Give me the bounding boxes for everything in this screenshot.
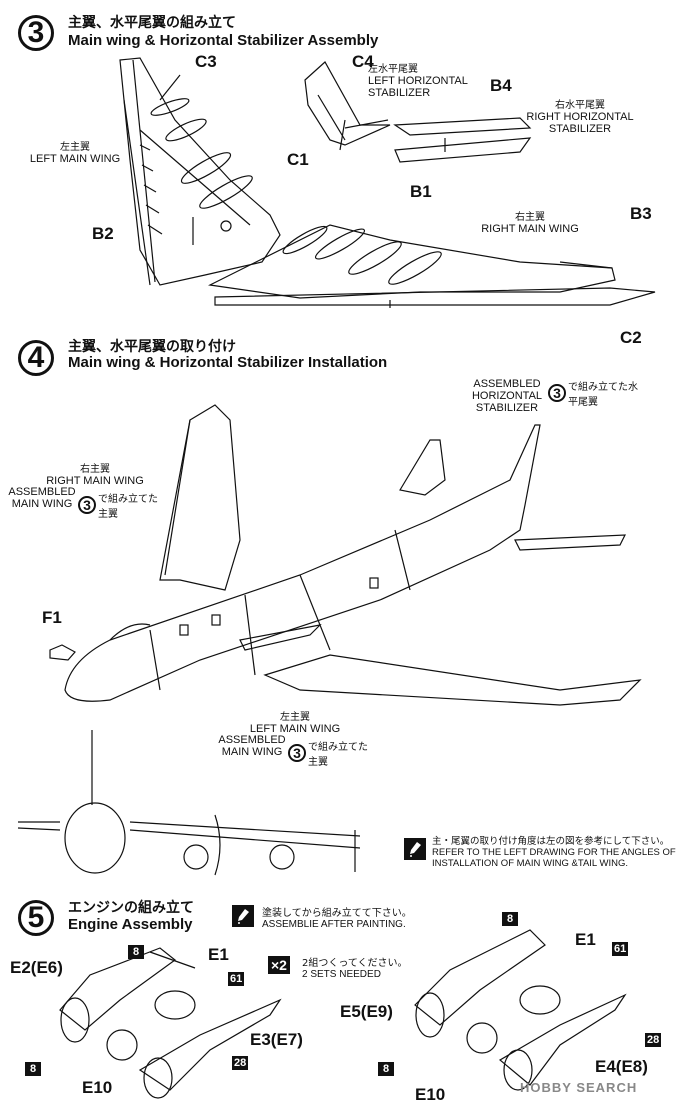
paint-note-jp: 塗装してから組み立てて下さい。 [262,908,412,919]
step-5-title-jp: エンジンの組み立て [68,900,194,916]
right-part-8-bottom: 8 [378,1062,394,1076]
left-part-e2: E2(E6) [10,958,63,977]
part-c4: C4 [352,52,374,71]
left-hstab-jp: 左水平尾翼 [368,64,418,75]
right-main-wing-en: RIGHT MAIN WING [481,223,579,235]
note-icon [404,838,426,860]
part-b4: B4 [490,76,512,95]
left-engine-drawing [59,947,282,1099]
assembled-hstab-en: ASSEMBLED HORIZONTAL STABILIZER [471,378,543,414]
angle-note: 主・尾翼の取り付け角度は左の図を参考にして下さい。 REFER TO THE L… [432,833,682,869]
step-4-title-jp: 主翼、水平尾翼の取り付け [68,339,236,355]
right-hstab-en: RIGHT HORIZONTAL STABILIZER [526,111,634,135]
paint-note: 塗装してから組み立てて下さい。 ASSEMBLIE AFTER PAINTING… [262,904,412,930]
assembled-main-wing-jp-left: で組み立てた主翼 [308,742,368,768]
angle-note-en: REFER TO THE LEFT DRAWING FOR THE ANGLES… [432,847,676,869]
paint-icon [232,905,254,927]
left-hstab-en: LEFT HORIZONTAL STABILIZER [368,75,468,99]
step-5-number: 5 [18,900,54,936]
right-hstab-jp: 右水平尾翼 [555,100,605,111]
right-part-61: 61 [612,942,629,956]
right-wing-install-en: RIGHT MAIN WING [46,475,144,487]
left-part-e1: E1 [208,945,229,964]
sets-badge: ×2 [268,956,290,974]
left-main-wing-drawing [119,57,281,286]
left-part-61: 61 [228,972,245,986]
part-b1: B1 [410,182,432,201]
assembled-hstab-jp: で組み立てた水平尾翼 [568,382,638,408]
left-part-28: 28 [232,1056,249,1070]
left-part-8-bottom: 8 [25,1062,41,1076]
left-wing-install-label: 左主翼 LEFT MAIN WING [235,708,355,735]
assembled-main-wing-ref-right: 3 で組み立てた主翼 [78,490,166,520]
left-hstab-drawing [304,61,391,151]
right-part-8-top: 8 [502,912,518,926]
step-3-number: 3 [18,15,54,51]
right-main-wing-drawing [208,224,656,308]
step-4-title-en: Main wing & Horizontal Stabilizer Instal… [68,354,388,371]
right-hstab-label: 右水平尾翼 RIGHT HORIZONTAL STABILIZER [515,96,645,135]
part-f1: F1 [42,608,62,627]
sets-note-jp: 2組つくってください。 [302,958,408,969]
step-5-title-en: Engine Assembly [68,916,193,933]
right-part-e1: E1 [575,930,596,949]
left-main-wing-label: 左主翼 LEFT MAIN WING [20,138,130,165]
front-view-drawing [17,730,361,876]
right-part-28: 28 [645,1033,662,1047]
assembled-main-wing-en-right: ASSEMBLED MAIN WING [8,486,76,510]
part-c3: C3 [195,52,217,71]
left-wing-install-en: LEFT MAIN WING [249,723,341,735]
left-hstab-label: 左水平尾翼 LEFT HORIZONTAL STABILIZER [368,60,468,99]
step-ref-3-right-wing: 3 [78,496,96,514]
assembled-main-wing-jp-right: で組み立てた主翼 [98,494,158,520]
left-main-wing-en: LEFT MAIN WING [29,153,121,165]
left-part-e3: E3(E7) [250,1030,303,1049]
left-part-8-top: 8 [128,945,144,959]
watermark: HOBBY SEARCH [520,1080,638,1095]
right-part-e10: E10 [415,1085,446,1104]
left-part-e10: E10 [82,1078,113,1097]
part-c2: C2 [620,328,642,347]
right-engine-drawing [414,929,627,1091]
right-main-wing-jp: 右主翼 [515,212,545,223]
step-3-title-jp: 主翼、水平尾翼の組み立て [68,15,236,31]
step-4-number: 4 [18,340,54,376]
right-hstab-drawing [393,117,532,163]
right-part-e5: E5(E9) [340,1002,393,1021]
sets-note: 2組つくってください。 2 SETS NEEDED [302,954,408,980]
assembled-hstab-ref: 3 で組み立てた水平尾翼 [548,378,638,408]
part-b3: B3 [630,204,652,223]
assembled-main-wing-ref-left: 3 で組み立てた主翼 [288,738,376,768]
pencil-icon [410,842,421,857]
paint-note-en: ASSEMBLIE AFTER PAINTING. [262,919,406,930]
step-3-title-en: Main wing & Horizontal Stabilizer Assemb… [68,32,379,49]
left-main-wing-jp: 左主翼 [60,142,90,153]
step-ref-3: 3 [548,384,566,402]
part-b2: B2 [92,224,114,243]
left-wing-install-jp: 左主翼 [280,712,310,723]
brush-icon [238,909,249,924]
right-wing-install-jp: 右主翼 [80,464,110,475]
angle-note-jp: 主・尾翼の取り付け角度は左の図を参考にして下さい。 [432,836,670,847]
right-wing-install-label: 右主翼 RIGHT MAIN WING [40,460,150,487]
right-part-e4: E4(E8) [595,1057,648,1076]
assembled-main-wing-en-left: ASSEMBLED MAIN WING [218,734,286,758]
right-main-wing-label: 右主翼 RIGHT MAIN WING [470,208,590,235]
aircraft-drawing [49,404,642,706]
step-ref-3-left-wing: 3 [288,744,306,762]
sets-note-en: 2 SETS NEEDED [302,969,381,980]
part-c1: C1 [287,150,309,169]
